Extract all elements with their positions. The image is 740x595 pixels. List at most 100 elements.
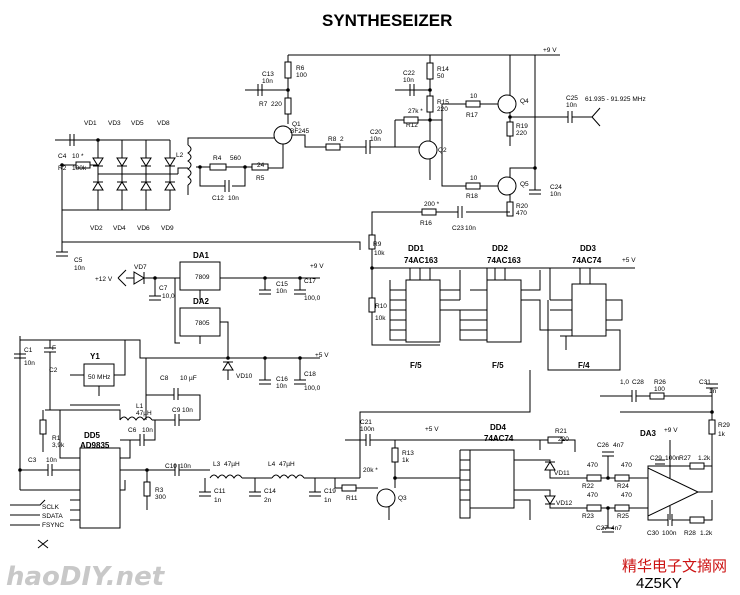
watermark-cn: 精华电子文摘网 [622, 557, 727, 575]
svg-text:3,9k: 3,9k [52, 442, 65, 449]
svg-text:F/4: F/4 [578, 361, 590, 370]
divider-chain: +5 V R10 10k DD1 74AC163 F/5 DD2 74AC163… [368, 244, 636, 371]
svg-text:VD12: VD12 [556, 500, 573, 507]
svg-text:220: 220 [437, 106, 448, 113]
svg-text:F: F [52, 345, 56, 352]
svg-text:F/5: F/5 [492, 361, 504, 370]
svg-text:10n: 10n [262, 78, 273, 85]
svg-text:R20: R20 [516, 203, 528, 210]
svg-text:4n7: 4n7 [613, 442, 624, 449]
svg-text:C28: C28 [632, 379, 644, 386]
svg-text:C29: C29 [650, 455, 662, 462]
svg-text:1n: 1n [214, 497, 222, 504]
svg-text:74AC163: 74AC163 [404, 256, 438, 265]
transistor-q2 [418, 140, 438, 160]
svg-text:L2: L2 [176, 152, 184, 159]
svg-text:7809: 7809 [195, 274, 210, 281]
svg-text:C8: C8 [160, 375, 169, 382]
svg-text:R28: R28 [684, 530, 696, 537]
svg-text:R21: R21 [555, 428, 567, 435]
diagram-title: SYNTHESEIZER [322, 11, 452, 30]
resistor-r14 [426, 62, 434, 80]
power-supply: +12 V VD7 C7 10,0 DA1 7809 +9 V C15 10n … [95, 251, 329, 392]
resistor-r1 [39, 419, 47, 435]
svg-text:R10: R10 [375, 303, 387, 310]
inductor-l3 [209, 474, 243, 479]
dds-section: C1 10n C2 F Y1 50 MHz C8 10 µF L1 47µH C… [10, 336, 360, 549]
regulator-da2 [179, 307, 221, 337]
svg-text:7805: 7805 [195, 320, 210, 327]
rail-plus5-b: +5 V [622, 257, 636, 264]
resistor-r22 [586, 474, 602, 482]
svg-text:C7: C7 [159, 285, 168, 292]
svg-text:R18: R18 [466, 193, 478, 200]
svg-text:C22: C22 [403, 70, 415, 77]
svg-text:470: 470 [621, 492, 632, 499]
svg-text:DD4: DD4 [490, 423, 507, 432]
chip-dd4 [469, 449, 515, 509]
svg-text:1.2k: 1.2k [698, 455, 711, 462]
svg-text:VD10: VD10 [236, 373, 253, 380]
resistor-r19 [506, 121, 514, 137]
svg-text:VD3: VD3 [108, 120, 121, 127]
svg-text:C15: C15 [276, 281, 288, 288]
svg-text:10k: 10k [375, 315, 386, 322]
svg-text:300: 300 [155, 494, 166, 501]
resistor-r25 [614, 504, 630, 512]
svg-text:220: 220 [271, 101, 282, 108]
svg-text:VD4: VD4 [113, 225, 126, 232]
svg-text:C16: C16 [276, 376, 288, 383]
svg-text:C25: C25 [566, 95, 578, 102]
svg-text:47µH: 47µH [279, 461, 295, 468]
svg-text:R22: R22 [582, 483, 594, 490]
svg-text:Y1: Y1 [90, 352, 100, 361]
resistor-r6 [284, 61, 292, 79]
svg-text:10n: 10n [465, 225, 476, 232]
resistor-r26 [649, 392, 665, 400]
svg-text:DA1: DA1 [193, 251, 210, 260]
svg-text:L3: L3 [213, 461, 221, 468]
svg-text:R11: R11 [346, 495, 358, 502]
svg-text:C31: C31 [699, 379, 711, 386]
resistor-r20 [506, 201, 514, 217]
resistor-r28 [689, 516, 705, 524]
svg-text:C23: C23 [452, 225, 464, 232]
svg-text:470: 470 [587, 492, 598, 499]
svg-text:VD5: VD5 [131, 120, 144, 127]
svg-text:DD3: DD3 [580, 244, 597, 253]
svg-text:2: 2 [340, 136, 344, 143]
svg-text:10n: 10n [182, 407, 193, 414]
svg-text:VD8: VD8 [157, 120, 170, 127]
svg-text:4n7: 4n7 [611, 525, 622, 532]
svg-text:C9: C9 [172, 407, 181, 414]
svg-text:47µH: 47µH [136, 410, 152, 417]
svg-text:10n: 10n [74, 265, 85, 272]
svg-text:100n: 100n [662, 530, 677, 537]
svg-text:VD6: VD6 [137, 225, 150, 232]
svg-text:R14: R14 [437, 66, 449, 73]
svg-text:C12: C12 [212, 195, 224, 202]
chip-dd2 [486, 279, 522, 343]
svg-text:VD9: VD9 [161, 225, 174, 232]
svg-text:R19: R19 [516, 123, 528, 130]
svg-text:R26: R26 [654, 379, 666, 386]
rail-plus9-top: +9 V [543, 47, 557, 54]
svg-text:R17: R17 [466, 112, 478, 119]
svg-text:R23: R23 [582, 513, 594, 520]
svg-text:10n: 10n [276, 383, 287, 390]
svg-text:R7: R7 [259, 101, 268, 108]
svg-text:10n: 10n [228, 195, 239, 202]
svg-text:VD1: VD1 [84, 120, 97, 127]
svg-text:10n: 10n [370, 136, 381, 143]
svg-text:R29: R29 [718, 422, 730, 429]
svg-text:R12: R12 [406, 122, 418, 129]
svg-text:DA2: DA2 [193, 297, 210, 306]
svg-text:74AC74: 74AC74 [572, 256, 602, 265]
svg-text:C27: C27 [596, 525, 608, 532]
output-frequency: 61.935 - 91.925 MHz [585, 96, 646, 103]
chip-dd5 [79, 447, 121, 529]
svg-text:C13: C13 [262, 71, 274, 78]
svg-text:C10: C10 [165, 463, 177, 470]
svg-text:100n: 100n [360, 426, 375, 433]
svg-text:10: 10 [470, 93, 478, 100]
